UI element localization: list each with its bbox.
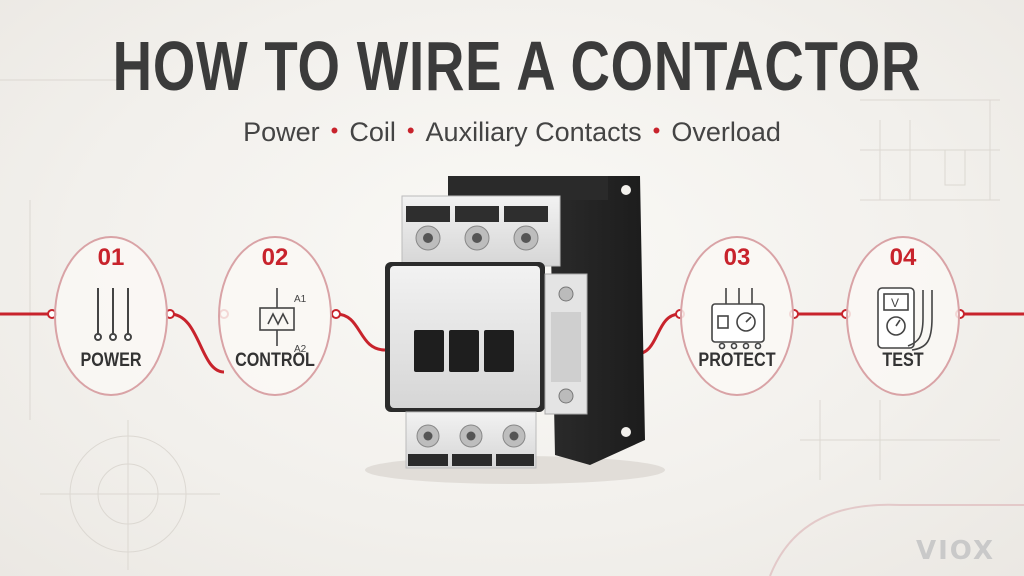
subtitle: Power • Coil • Auxiliary Contacts • Overload (0, 117, 1024, 148)
separator-dot: • (406, 118, 415, 143)
separator-dot: • (330, 118, 339, 143)
step-number: 03 (723, 244, 751, 271)
step-protect: 03 PROTECT (680, 236, 794, 396)
step-label: POWER (80, 350, 142, 371)
step-power: 01 POWER (54, 236, 168, 396)
subtitle-item-auxiliary: Auxiliary Contacts (425, 117, 642, 147)
subtitle-item-overload: Overload (671, 117, 781, 147)
step-number: 04 (889, 244, 917, 271)
terminal-a1: A1 (294, 294, 307, 305)
meter-letter: V (891, 296, 899, 310)
subtitle-item-power: Power (243, 117, 320, 147)
step-test: 04 V TEST (846, 236, 960, 396)
step-control: 02 A1 A2 CONTROL (218, 236, 332, 396)
page-title: HOW TO WIRE A CONTACTOR (112, 27, 922, 105)
separator-dot: • (652, 118, 661, 143)
power-lines-icon (94, 288, 132, 341)
step-number: 01 (97, 244, 125, 271)
step-number: 02 (261, 244, 289, 271)
terminal-a2: A2 (294, 344, 307, 355)
brand-logo: VIOX (916, 536, 996, 566)
step-label: CONTROL (235, 350, 315, 371)
coil-icon: A1 A2 (259, 288, 307, 355)
step-label: PROTECT (698, 350, 776, 371)
subtitle-item-coil: Coil (349, 117, 396, 147)
overload-relay-icon (711, 288, 765, 350)
step-label: TEST (882, 350, 924, 371)
multimeter-icon: V (877, 287, 933, 351)
